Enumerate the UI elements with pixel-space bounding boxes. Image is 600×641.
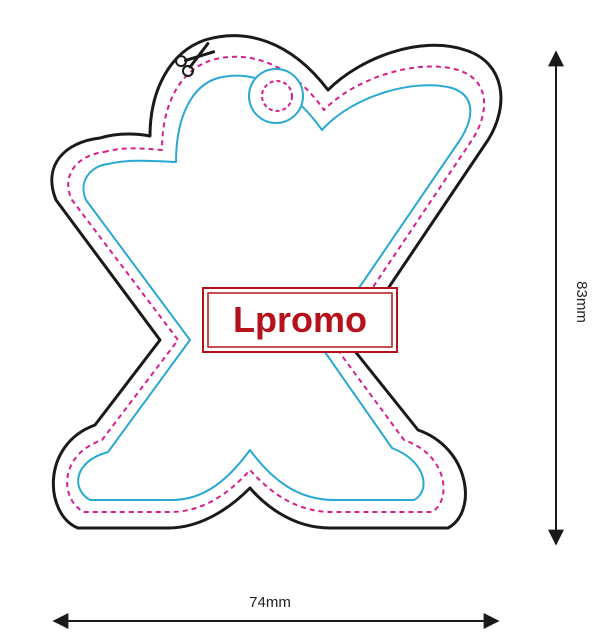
logo-text: Lpromo [233, 299, 367, 340]
hang-hole-outer [248, 68, 304, 124]
width-label: 74mm [249, 594, 291, 611]
scissors-icon [175, 42, 216, 77]
height-dimension: 83mm [548, 50, 590, 546]
width-dimension: 74mm [52, 594, 500, 629]
cut-outline [50, 34, 503, 530]
logo-badge: Lpromo [202, 287, 398, 353]
height-label: 83mm [573, 281, 590, 323]
hang-hole-inner [261, 80, 293, 112]
bleed-outline [66, 55, 486, 513]
